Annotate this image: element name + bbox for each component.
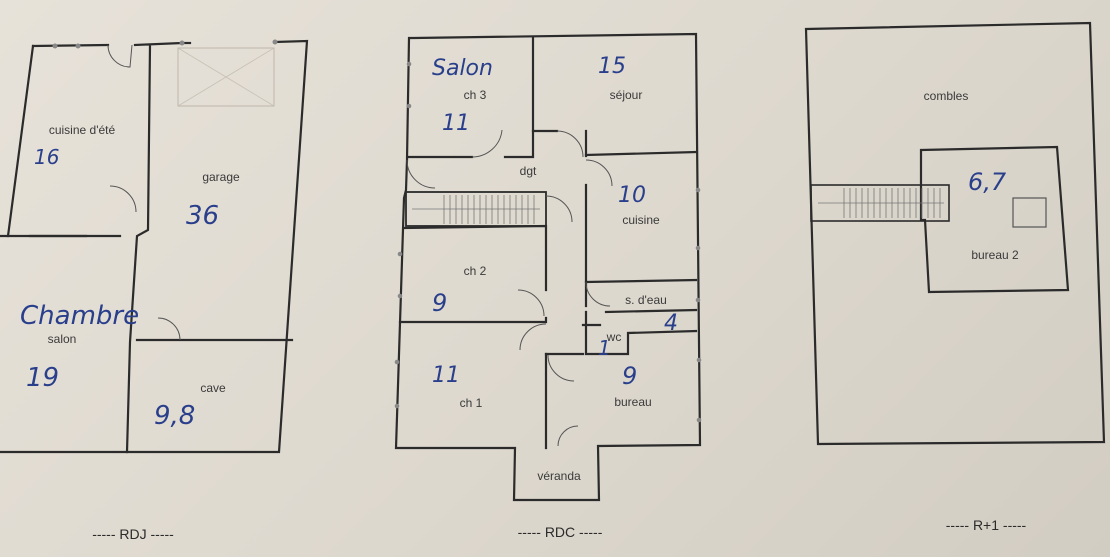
area-ch1: 11 (432, 363, 460, 388)
label-garage: garage (202, 170, 240, 184)
area-cuisine: 10 (618, 183, 646, 208)
area-garage: 36 (186, 201, 219, 231)
label-wc: wc (606, 330, 622, 344)
label-sejour: séjour (610, 88, 643, 102)
area-bureau: 9 (622, 362, 637, 390)
label-ch1: ch 1 (460, 396, 483, 410)
label-dgt: dgt (520, 164, 537, 178)
area-sejour: 15 (598, 54, 626, 79)
note-salon: Salon (432, 56, 493, 81)
label-cuisine-ete: cuisine d'été (49, 123, 116, 137)
label-cuisine: cuisine (622, 213, 660, 227)
plan-r1: combles 6,7 bureau 2 ----- R+1 ----- (804, 21, 1106, 533)
area-wc: 1 (598, 336, 611, 360)
area-salon: 19 (26, 363, 59, 393)
area-cuisine-ete: 16 (34, 145, 59, 169)
caption-rdj: ----- RDJ ----- (92, 526, 174, 542)
label-cave: cave (200, 381, 226, 395)
label-combles: combles (924, 89, 969, 103)
plan-rdj: cuisine d'été 16 garage 36 Chambre salon… (0, 39, 309, 542)
label-bureau: bureau (614, 395, 651, 409)
area-cave: 9,8 (154, 401, 195, 431)
area-ch2: 9 (432, 289, 447, 317)
caption-r1: ----- R+1 ----- (946, 517, 1027, 533)
caption-rdc: ----- RDC ----- (518, 524, 603, 540)
plan-rdc: Salon ch 3 11 15 séjour dgt 10 cuisine c… (394, 32, 702, 540)
area-bureau2: 6,7 (968, 168, 1007, 196)
area-sdeau: 4 (664, 311, 678, 336)
area-ch3: 11 (442, 111, 470, 136)
label-sdeau: s. d'eau (625, 293, 667, 307)
label-salon: salon (48, 332, 77, 346)
label-ch2: ch 2 (464, 264, 487, 278)
label-veranda: véranda (537, 469, 581, 483)
label-bureau2: bureau 2 (971, 248, 1019, 262)
label-ch3: ch 3 (464, 88, 487, 102)
note-chambre: Chambre (20, 301, 139, 331)
